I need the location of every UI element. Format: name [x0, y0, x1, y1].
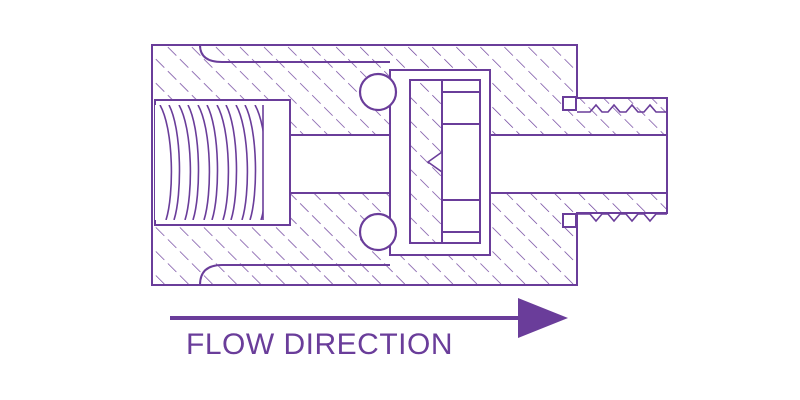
inlet-passage — [289, 134, 391, 194]
inner-sleeve — [199, 44, 390, 286]
outlet-passage — [489, 134, 668, 194]
poppet — [409, 79, 481, 244]
inlet-thread — [155, 105, 263, 220]
flow-direction-arrow — [170, 298, 568, 338]
o-ring-top — [358, 72, 398, 112]
seal-groove-bottom — [562, 213, 577, 228]
outlet-thread — [577, 103, 667, 223]
seal-groove-top — [562, 96, 577, 111]
flow-direction-label: FLOW DIRECTION — [186, 328, 453, 361]
o-ring-bottom — [358, 212, 398, 252]
